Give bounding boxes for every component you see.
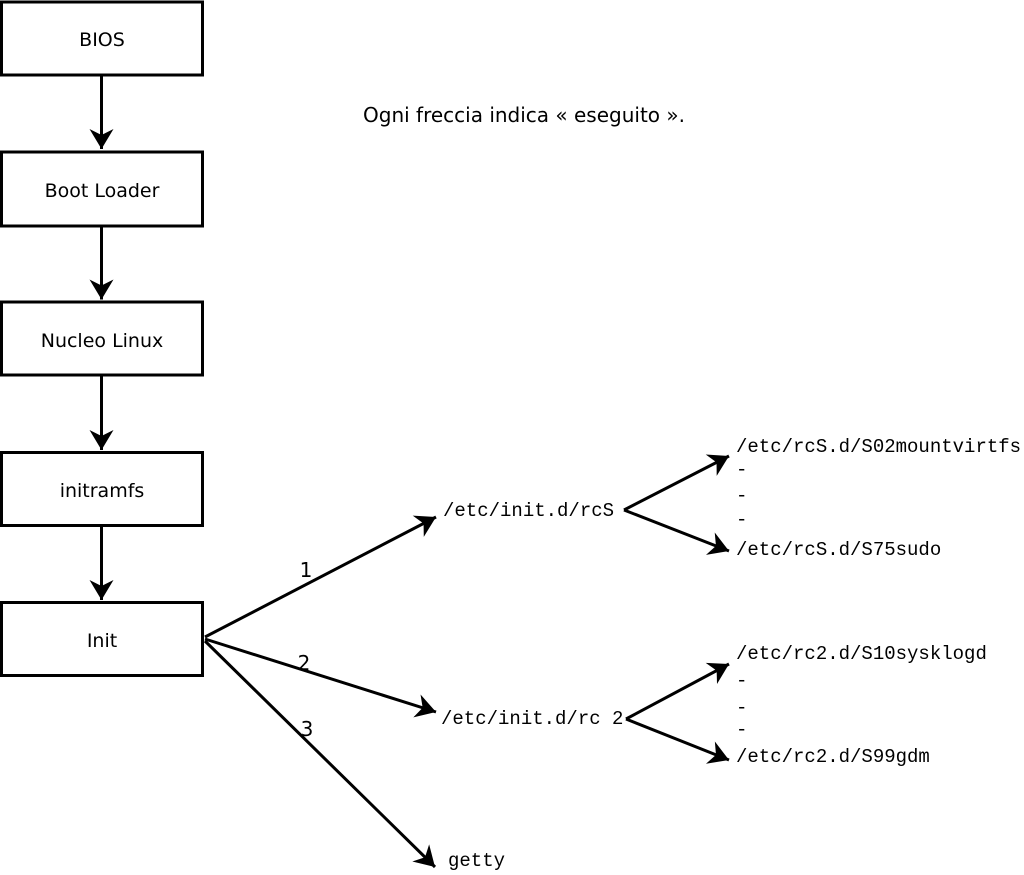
ellipsis-dash: - — [736, 509, 747, 531]
fork-arrow-rcs-last — [623, 508, 730, 555]
init-branch-arrows: 1 2 3 — [203, 515, 437, 869]
script-label-s75sudo: /etc/rcS.d/S75sudo — [736, 539, 941, 561]
box-nucleo-linux — [0, 300, 204, 377]
boot-chain: BIOS Boot Loader Nucleo Linux initramfs … — [0, 0, 204, 677]
fork-arrow-rc2-last — [625, 717, 730, 764]
branch-number-3: 3 — [301, 717, 314, 741]
branch-number-1: 1 — [300, 558, 313, 582]
branch-arrow-2-rc2 — [204, 637, 437, 718]
box-label-initramfs: initramfs — [60, 480, 145, 502]
fork-arrow-rcs-first — [623, 454, 730, 512]
box-label-boot-loader: Boot Loader — [45, 180, 160, 202]
box-label-bios: BIOS — [79, 29, 125, 51]
path-label-init-d-rc2: /etc/init.d/rc 2 — [441, 708, 623, 730]
box-label-init: Init — [87, 630, 117, 652]
rc2-fork: /etc/rc2.d/S10sysklogd - - - /etc/rc2.d/… — [625, 643, 987, 768]
diagram-caption: Ogni freccia indica « eseguito ». — [363, 103, 685, 127]
ellipsis-dash: - — [736, 719, 747, 741]
box-initramfs — [0, 451, 204, 527]
branch-arrow-1-rcs — [204, 515, 437, 639]
rcs-fork: /etc/rcS.d/S02mountvirtfs - - - /etc/rcS… — [623, 436, 1021, 561]
box-label-nucleo-linux: Nucleo Linux — [41, 330, 164, 352]
box-boot-loader — [0, 150, 204, 228]
script-label-s02mountvirtfs: /etc/rcS.d/S02mountvirtfs — [736, 436, 1021, 458]
box-bios — [0, 0, 204, 77]
branch-number-2: 2 — [298, 651, 311, 675]
ellipsis-dash: - — [736, 670, 747, 692]
ellipsis-dash: - — [736, 697, 747, 719]
path-label-init-d-rcs: /etc/init.d/rcS — [443, 500, 614, 522]
branch-arrow-3-getty — [203, 639, 437, 869]
ellipsis-dash: - — [736, 459, 747, 481]
script-label-s99gdm: /etc/rc2.d/S99gdm — [736, 746, 930, 768]
fork-arrow-rc2-first — [625, 662, 730, 721]
ellipsis-dash: - — [736, 485, 747, 507]
path-label-getty: getty — [448, 850, 505, 872]
box-init — [0, 601, 204, 677]
script-label-s10sysklogd: /etc/rc2.d/S10sysklogd — [736, 643, 987, 665]
